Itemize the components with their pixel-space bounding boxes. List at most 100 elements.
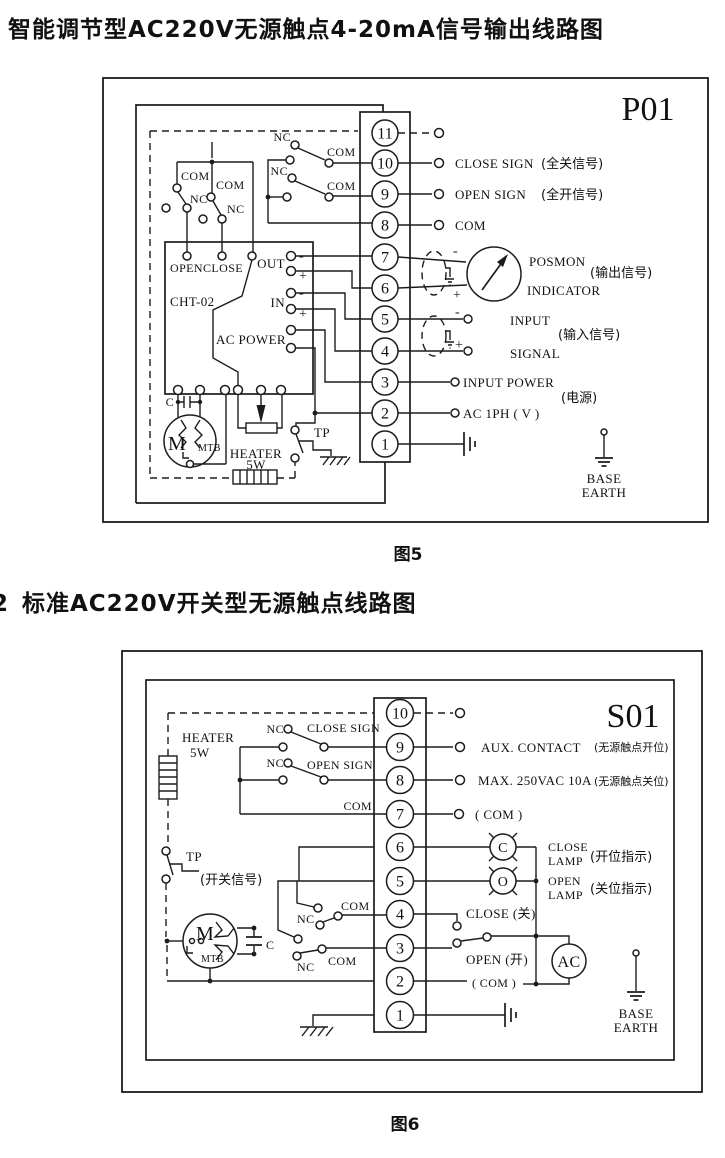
d2-heater-tp: HEATER 5W TP (开关信号): [158, 712, 374, 982]
d2-capacitor-label: C: [266, 938, 274, 952]
d1-open-sign-cn: (全开信号): [541, 187, 603, 203]
d1-terminal-6: 6: [381, 281, 389, 298]
d1-input-minus: -: [455, 305, 460, 320]
d1-meter-minus: -: [453, 244, 458, 259]
d1-earth-label: EARTH: [582, 485, 627, 500]
d1-terminal-11: 11: [377, 126, 392, 143]
d1-meter-plus: +: [453, 288, 461, 303]
d2-nc-1: NC: [267, 722, 284, 736]
d2-heater-watt: 5W: [190, 745, 210, 760]
d1-terminal-3: 3: [381, 375, 389, 392]
d1-earth-tail: [398, 432, 476, 456]
d2-open-k: OPEN (开): [466, 952, 528, 967]
d1-com-right: COM: [455, 218, 486, 233]
d2-terminal-7: 7: [396, 807, 404, 824]
d2-open-sign: OPEN SIGN: [307, 758, 373, 772]
d2-lamp-c: C: [498, 841, 508, 856]
d2-terminal-5: 5: [396, 874, 404, 891]
d2-lamp-o: O: [498, 875, 509, 890]
page-title-1: 智能调节型AC220V无源触点4-20mA信号输出线路图: [8, 16, 604, 43]
d1-left-com-1: COM: [181, 169, 210, 183]
d2-open-lamp-cn: (关位指示): [590, 882, 652, 897]
d1-signal-switches: NC COM NC COM: [265, 130, 372, 224]
d2-signal-switches: NC CLOSE SIGN NC OPEN SIGN COM: [237, 721, 386, 815]
d2-panel-code: S01: [607, 698, 660, 735]
d2-com-bus: COM: [343, 799, 372, 813]
d2-tp-label: TP: [186, 849, 202, 864]
d2-motor-m: M: [196, 923, 214, 945]
d1-sw-com-2: COM: [327, 179, 356, 193]
d1-close-sign-cn: (全关信号): [541, 156, 603, 172]
d2-com-paren-2: ( COM ): [472, 976, 516, 990]
d1-left-nc-2: NC: [227, 202, 244, 216]
d2-close-k: CLOSE (关): [466, 906, 536, 921]
figure-5-caption: 图5: [394, 545, 423, 565]
d1-terminal-9: 9: [381, 187, 389, 204]
d1-input-plus: +: [455, 338, 463, 353]
d1-terminal-7: 7: [381, 250, 389, 267]
d2-terminal-2: 2: [396, 974, 404, 991]
d1-box-model: CHT-02: [170, 294, 215, 309]
d1-left-nc-1: NC: [190, 192, 207, 206]
d1-open-sign: OPEN SIGN: [455, 187, 526, 202]
d2-heater-label: HEATER: [182, 730, 234, 745]
d1-signal-label: SIGNAL: [510, 346, 560, 361]
d1-power-cn: (电源): [561, 391, 597, 406]
page-title-2-prefix: 2: [0, 591, 9, 617]
d2-terminals: 10 9 8 7 6 5 4 3 2 1: [385, 698, 415, 1030]
d1-terminal-4: 4: [381, 344, 389, 361]
d2-right-outputs: AUX. CONTACT (无源触点开位) MAX. 250VAC 10A (无…: [414, 707, 669, 822]
d2-terminal-9: 9: [396, 740, 404, 757]
d1-base-earth: BASE EARTH: [582, 428, 627, 500]
d2-motor-mtb: MTB: [201, 954, 224, 965]
d2-terminal-strip: [373, 697, 427, 1033]
d2-earth-label: EARTH: [614, 1020, 659, 1035]
d2-ac-label: AC: [557, 954, 580, 971]
d1-input-label: INPUT: [510, 313, 550, 328]
d2-terminal-1: 1: [396, 1008, 404, 1025]
d1-motor-mtb: MTB: [198, 443, 221, 454]
d2-close-lamp-2: LAMP: [548, 854, 583, 868]
d1-tp-label: TP: [314, 425, 330, 440]
d1-housing-bottom: [136, 462, 386, 504]
d1-terminal-1: 1: [381, 437, 389, 454]
d2-max-cn: (无源触点关位): [594, 774, 669, 788]
d1-panel-code: P01: [622, 91, 675, 128]
d1-input-signal-cn: (输入信号): [558, 327, 620, 343]
d1-box-close: CLOSE: [203, 261, 243, 275]
d2-terminal-10: 10: [392, 706, 408, 723]
d2-aux-cn: (无源触点开位): [594, 740, 669, 754]
d1-left-com-2: COM: [216, 178, 245, 192]
d1-input-signal: - + INPUT (输入信号) SIGNAL: [398, 305, 620, 361]
d1-motor-m: M: [168, 433, 186, 455]
d2-terminal-8: 8: [396, 773, 404, 790]
d2-close-lamp-1: CLOSE: [548, 840, 588, 854]
d2-motor-switches: NC COM NC COM M MTB C: [167, 846, 386, 984]
d1-tp-switch: TP: [290, 425, 351, 466]
d1-outer-border: [102, 77, 709, 523]
page-title-2: 标准AC220V开关型无源触点线路图: [22, 590, 417, 617]
d1-close-sign: CLOSE SIGN: [455, 156, 534, 171]
d2-lamp-circuit: C O CLOSE LAMP (开位指示) OPEN LAMP (关位指示) C…: [414, 832, 652, 990]
d1-output-signal-cn: (输出信号): [590, 265, 652, 281]
d1-box-acpower: AC POWER: [216, 332, 286, 347]
d1-pot-feed: [237, 394, 283, 434]
figure-6-caption: 图6: [391, 1115, 420, 1135]
d1-motor: C M MTB: [163, 394, 227, 469]
d1-ac1ph: AC 1PH ( V ): [463, 406, 540, 421]
d1-base-label: BASE: [587, 471, 622, 486]
d1-cht02-box: OPEN CLOSE CHT-02 OUT IN AC POWER - + - …: [164, 241, 314, 396]
d2-com-3: COM: [341, 899, 370, 913]
d1-heater-label: HEATER: [230, 446, 282, 461]
d2-nc-2: NC: [267, 756, 284, 770]
d1-power: INPUT POWER (电源) AC 1PH ( V ): [398, 375, 597, 421]
d1-terminal-5: 5: [381, 312, 389, 329]
d2-nc-3: NC: [297, 912, 314, 926]
d2-terminal-4: 4: [396, 907, 404, 924]
d2-max-rating: MAX. 250VAC 10A: [478, 773, 592, 788]
d2-com-4: COM: [328, 954, 357, 968]
d1-heater-watt: 5W: [246, 457, 266, 472]
d1-terminals: 11 10 9 8 7 6 5 4 3 2 1: [371, 119, 399, 458]
d2-tp-cn: (开关信号): [200, 873, 262, 888]
